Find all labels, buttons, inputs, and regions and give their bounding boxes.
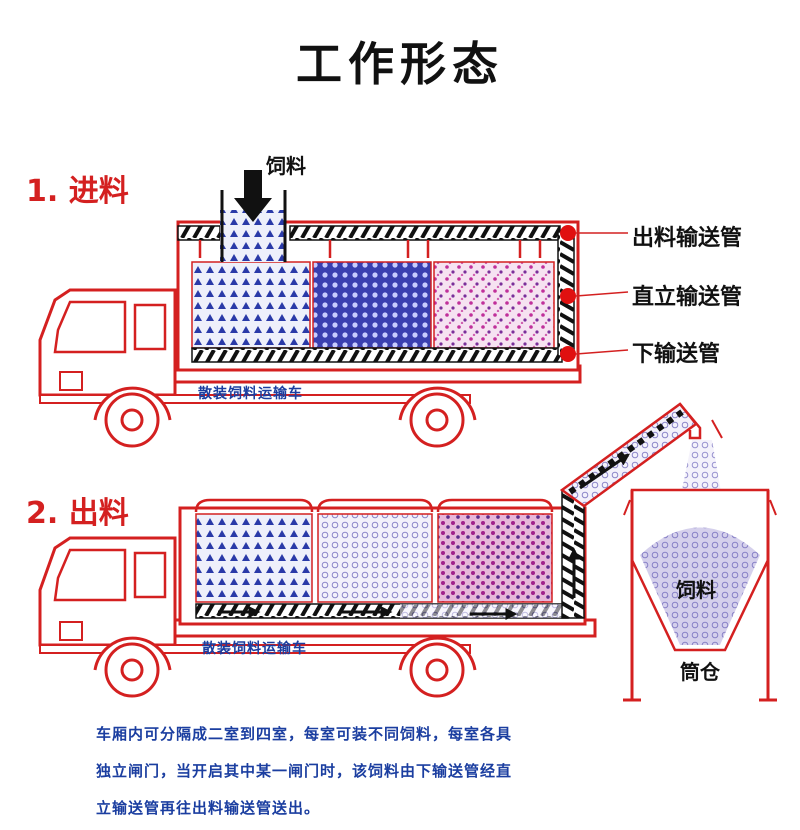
compartment-3: [437, 513, 553, 603]
silo-feed-label: 饲料: [676, 578, 716, 602]
outlet-dot-icon: [560, 225, 576, 241]
section-2-label: 2. 出料: [26, 496, 129, 531]
page-title: 工作形态: [296, 37, 504, 91]
outlet-pipe-label: 出料输送管: [632, 226, 743, 251]
truck-2: [38, 402, 702, 698]
truck-logo-icon: [59, 371, 83, 391]
description-line-1: 车厢内可分隔成二室到四室，每室可装不同饲料，每室各具: [96, 725, 513, 743]
truck-1-label: 散装饲料运输车: [198, 386, 303, 402]
compartment-1: [191, 261, 311, 349]
feed-down-arrow-icon: [234, 170, 272, 222]
description-line-2: 独立闸门，当开启其中某一闸门时，该饲料由下输送管经直: [96, 762, 513, 780]
description: 车厢内可分隔成二室到四室，每室可装不同饲料，每室各具 独立闸门，当开启其中某一闸…: [96, 716, 746, 827]
flow-arrow-icon: [579, 453, 630, 490]
compartment-2: [317, 513, 433, 603]
silo: [623, 419, 777, 702]
truck-1: [38, 170, 629, 448]
vertical-dot-icon: [560, 288, 576, 304]
compartment-2: [312, 261, 432, 349]
truck-2-label: 散装饲料运输车: [202, 641, 307, 657]
section-1-label: 1. 进料: [26, 174, 129, 209]
description-line-3: 立输送管再往出料输送管送出。: [96, 799, 321, 817]
bottom-pipe-label: 下输送管: [632, 342, 721, 367]
compartment-3: [433, 261, 555, 349]
silo-label: 筒仓: [680, 660, 720, 684]
vertical-pipe-label: 直立输送管: [632, 285, 743, 310]
compartment-1: [195, 513, 313, 603]
bottom-dot-icon: [560, 346, 576, 362]
truck-logo-icon: [59, 621, 83, 641]
feed-inlet-label: 饲料: [266, 154, 306, 178]
